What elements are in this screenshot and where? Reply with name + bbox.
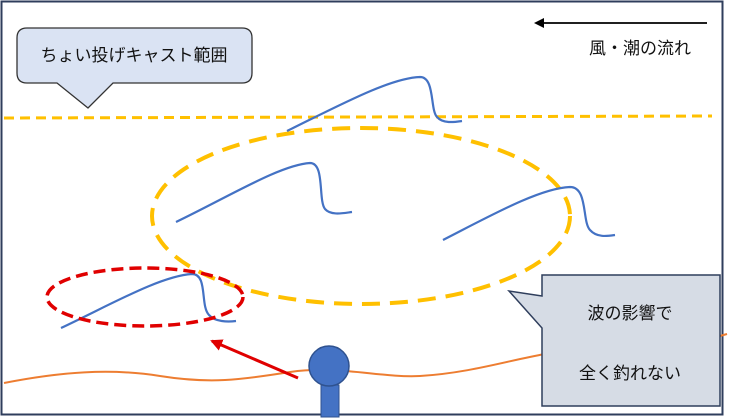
wave-effect-callout: [507, 274, 721, 407]
red-arrow: [210, 339, 299, 380]
wave-4: [60, 272, 237, 329]
wave-2: [175, 161, 353, 223]
cast-range-callout: [16, 27, 253, 109]
problem-area-ellipse: [45, 266, 245, 328]
shoreline: [3, 333, 728, 384]
wave-effect-line1: 波の影響で: [588, 304, 673, 324]
wave-effect-line2: 全く釣れない: [579, 364, 681, 384]
cast-range-label: ちょい投げキャスト範囲: [41, 46, 228, 66]
cast-range-line: [3, 114, 713, 120]
angler-head: [308, 345, 350, 387]
wind-current-label: 風・潮の流れ: [589, 39, 691, 59]
wave-1: [286, 75, 463, 132]
wave-3: [442, 185, 616, 241]
angler-body: [320, 384, 340, 418]
cast-range-ellipse: [150, 126, 572, 306]
